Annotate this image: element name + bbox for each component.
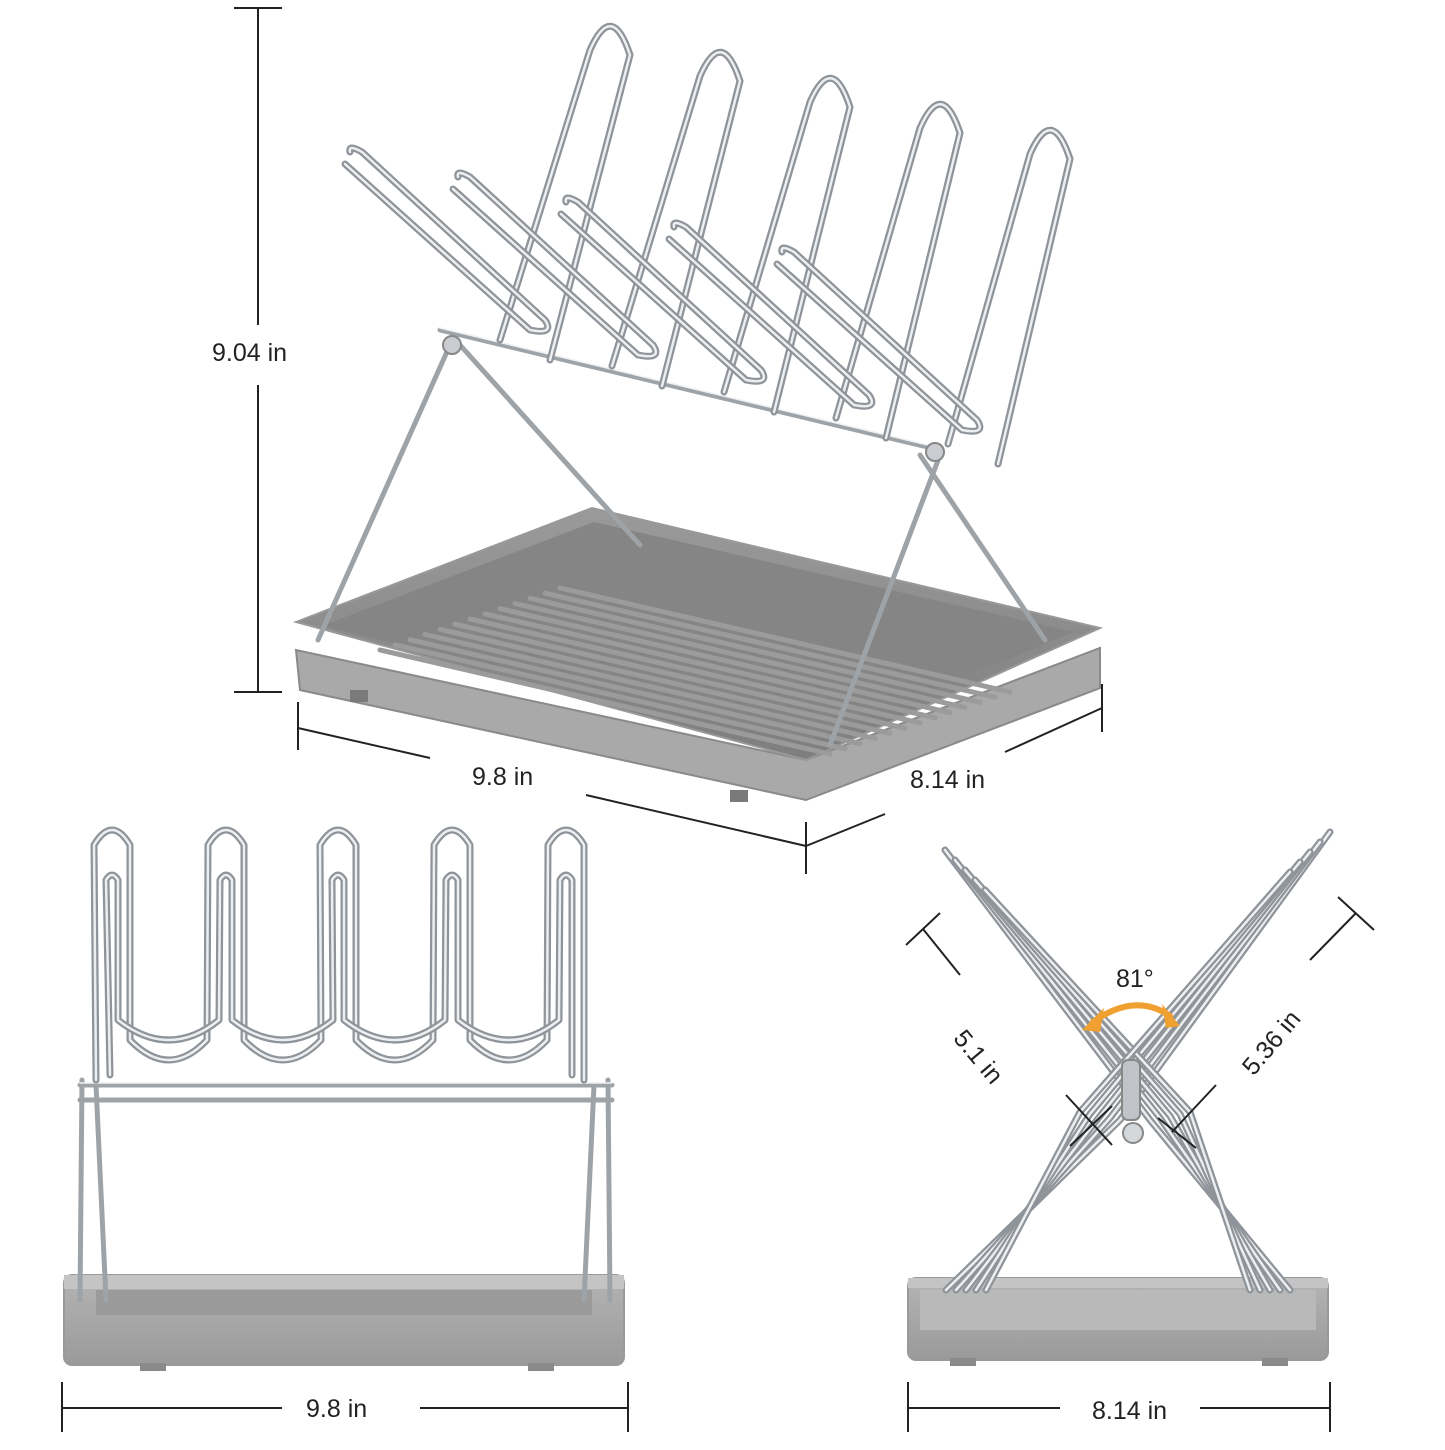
side-width-label: 8.14 in: [1086, 1396, 1174, 1426]
iso-front-hook: [341, 144, 552, 335]
angle-arrow: [1082, 1002, 1180, 1032]
tray-ridge: [437, 626, 893, 736]
iso-back-loop-highlight: [834, 103, 962, 440]
tray-ridge: [557, 585, 1013, 695]
iso-front-hook-highlight: [343, 146, 550, 333]
iso-front-hook-highlight: [559, 196, 766, 383]
side-tray: [907, 1277, 1329, 1366]
front-length-label: 9.8 in: [300, 1394, 374, 1424]
side-view: [907, 828, 1334, 1366]
iso-tray: [292, 506, 1104, 802]
front-tray: [63, 1274, 625, 1371]
tray-ridge: [407, 637, 863, 747]
tray-ridge: [392, 642, 848, 752]
tray-ridge: [527, 595, 983, 705]
iso-back-loops: [496, 22, 1074, 468]
iso-back-loop-highlight: [722, 77, 852, 414]
front-inner-loop: [102, 871, 576, 1079]
iso-width-label: 8.14 in: [904, 765, 992, 795]
front-inner-loop-highlight: [104, 873, 574, 1077]
tray-ridge: [542, 590, 998, 700]
tray-ridge: [422, 632, 878, 741]
iso-front-hook-highlight: [775, 246, 982, 433]
tray-ridge: [512, 601, 968, 710]
iso-back-loop-highlight: [946, 129, 1072, 466]
tray-ridge: [452, 621, 908, 731]
iso-back-loop-highlight: [610, 51, 742, 388]
front-view: [63, 826, 625, 1371]
iso-back-loop-highlight: [498, 25, 632, 362]
iso-length-label: 9.8 in: [466, 762, 540, 792]
front-frame: [77, 1077, 615, 1303]
side-dimension-lines: [905, 896, 1375, 1432]
front-outer-loop-highlight: [92, 828, 586, 1082]
iso-front-hook-highlight: [451, 171, 658, 358]
side-angle-label: 81°: [1116, 965, 1154, 993]
iso-dimension-lines: [234, 7, 1103, 874]
iso-height-label: 9.04 in: [206, 338, 294, 368]
iso-front-hooks: [341, 144, 984, 435]
tray-ridge: [497, 606, 953, 716]
front-dimension-lines: [61, 1382, 629, 1432]
iso-frame: [315, 327, 1048, 748]
side-wires: [941, 828, 1334, 1294]
tray-ridge: [482, 611, 938, 721]
iso-front-hook-highlight: [667, 221, 874, 408]
side-wire-right-highlight: [984, 870, 1292, 1292]
front-loops: [90, 826, 588, 1084]
isometric-view: [292, 22, 1104, 802]
tray-ridge: [377, 647, 833, 757]
